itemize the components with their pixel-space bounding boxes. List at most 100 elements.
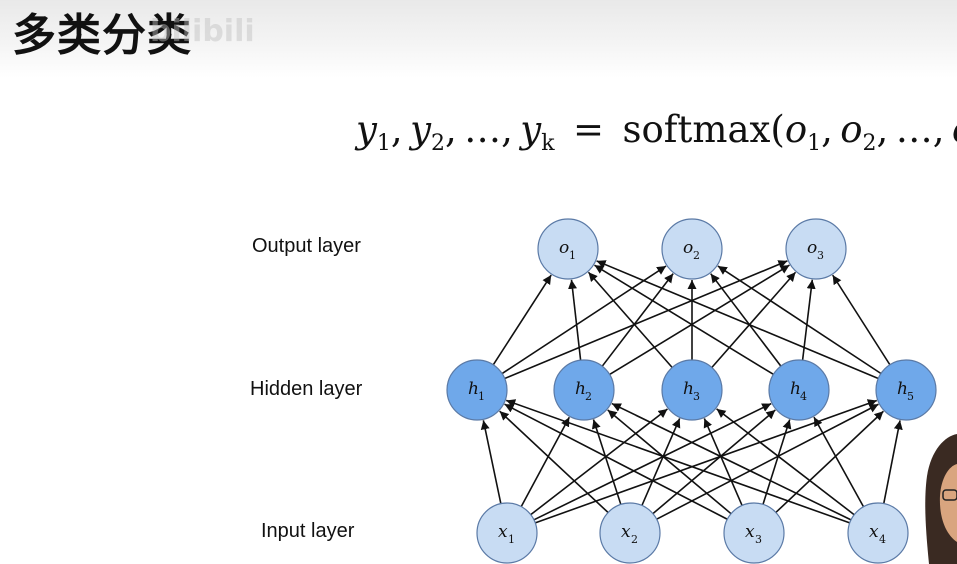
formula-lhs-var-1: y: [356, 108, 377, 151]
formula-rhs-var-1: o: [784, 108, 808, 151]
node-subscript-o3: 3: [817, 249, 824, 262]
node-circle-o3: [785, 218, 847, 280]
node-circle-h5: [875, 359, 937, 421]
node-subscript-h5: 5: [907, 390, 914, 403]
edge-h4-o2: [710, 273, 782, 367]
node-label-x3: x: [745, 522, 755, 542]
node-circle-h3: [661, 359, 723, 421]
edge-h2-o3: [609, 264, 790, 376]
output-layer-label: Output layer: [252, 235, 361, 257]
edge-x3-h4: [762, 419, 792, 505]
softmax-formula: y1, y2, …, yk = softmax(o1, o2, …, ok: [356, 108, 957, 155]
title-bar: 多类分类 bilibili: [0, 0, 957, 78]
edge-x1-h3: [530, 408, 668, 516]
formula-rhs-sub-1: 1: [807, 131, 822, 156]
node-subscript-h4: 4: [800, 390, 807, 403]
node-label-x1: x: [498, 522, 508, 542]
formula-ellipsis-2: …: [895, 108, 933, 151]
node-label-h3: h: [683, 379, 694, 399]
node-label-h5: h: [897, 379, 908, 399]
presenter-video-thumbnail: [925, 434, 957, 564]
formula-lhs-sub-k: k: [541, 131, 555, 156]
edge-x3-h2: [607, 409, 732, 515]
node-subscript-h3: 3: [693, 390, 700, 403]
slide-title: 多类分类: [12, 10, 192, 61]
node-label-h2: h: [575, 379, 586, 399]
formula-equals: =: [573, 108, 605, 151]
edge-h5-o2: [717, 265, 882, 375]
edge-h3-o3: [711, 271, 797, 369]
node-subscript-x1: 1: [508, 533, 515, 546]
edge-h5-o3: [832, 274, 891, 366]
node-circle-h2: [553, 359, 615, 421]
node-circle-x2: [599, 502, 661, 564]
edge-h5-o1: [596, 260, 879, 380]
node-subscript-o1: 1: [569, 249, 576, 262]
hidden-layer-label: Hidden layer: [250, 378, 363, 400]
formula-lhs-sub-1: 1: [376, 131, 391, 156]
edge-x2-h5: [656, 403, 879, 520]
edge-x1-h1: [480, 420, 502, 504]
edge-x4-h5: [882, 420, 903, 504]
node-circle-x1: [476, 502, 538, 564]
edge-x2-h1: [499, 410, 609, 514]
formula-rhs-sub-2: 2: [862, 131, 877, 156]
formula-lhs-sub-2: 2: [430, 131, 445, 156]
edge-x1-h2: [520, 416, 571, 507]
node-circle-x4: [847, 502, 909, 564]
formula-rhs-var-k: o: [952, 108, 957, 151]
edge-x4-h3: [716, 408, 855, 516]
edge-x3-h3: [703, 418, 743, 506]
formula-lhs-var-2: y: [410, 108, 431, 151]
edge-x4-h1: [505, 399, 851, 524]
node-circle-h1: [446, 359, 508, 421]
edge-x1-h4: [533, 402, 772, 521]
edge-h4-o1: [594, 264, 774, 376]
node-label-o1: o: [559, 238, 569, 258]
edge-x2-h4: [652, 409, 776, 515]
formula-func: softmax(: [622, 108, 785, 151]
edge-x4-h2: [611, 402, 852, 521]
formula-lhs-var-k: y: [520, 108, 542, 151]
formula-rhs-var-2: o: [840, 108, 863, 151]
node-label-o3: o: [807, 238, 817, 258]
edge-h2-o1: [568, 279, 582, 361]
node-circle-x3: [723, 502, 785, 564]
node-subscript-h1: 1: [478, 390, 485, 403]
edge-h3-o1: [587, 271, 673, 369]
node-subscript-x3: 3: [755, 533, 762, 546]
node-subscript-x4: 4: [879, 533, 886, 546]
node-circle-h4: [768, 359, 830, 421]
node-circle-o1: [537, 218, 599, 280]
node-circle-o2: [661, 218, 723, 280]
network-edges: [480, 260, 903, 524]
bilibili-watermark: bilibili: [150, 14, 255, 49]
node-label-o2: o: [683, 238, 693, 258]
node-subscript-h2: 2: [585, 390, 592, 403]
node-label-h1: h: [468, 379, 479, 399]
edge-h2-o2: [601, 273, 674, 367]
node-label-x4: x: [869, 522, 879, 542]
edge-h1-o1: [492, 274, 552, 366]
node-subscript-o2: 2: [693, 249, 700, 262]
formula-ellipsis-1: …: [464, 108, 502, 151]
edge-x3-h1: [504, 403, 728, 520]
edge-x4-h4: [813, 416, 865, 508]
edge-h1-o2: [501, 265, 667, 375]
node-label-x2: x: [621, 522, 631, 542]
